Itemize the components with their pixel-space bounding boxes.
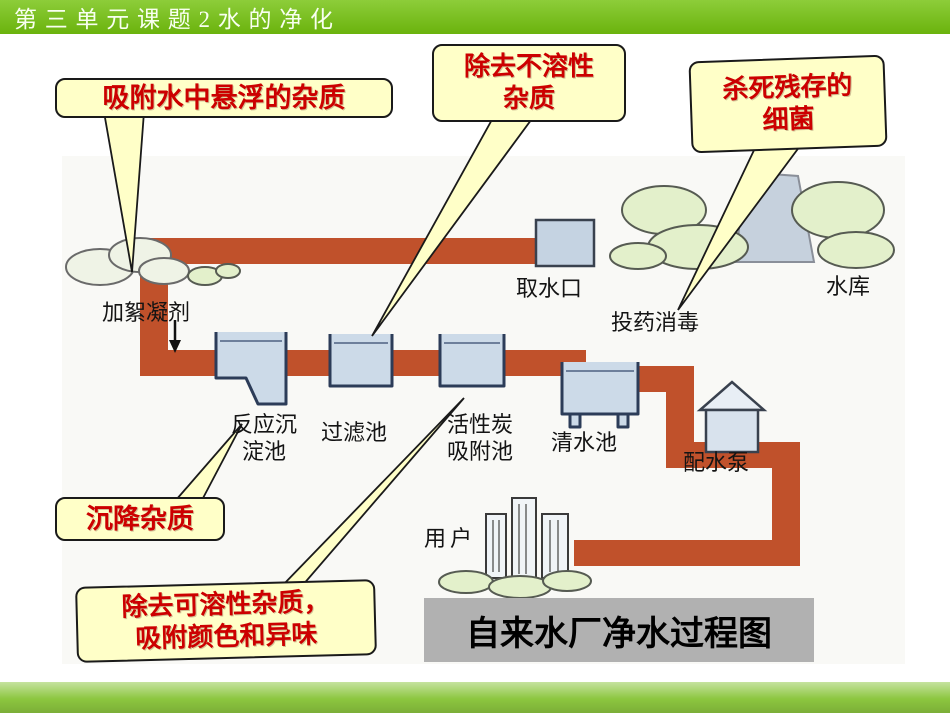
callout-bacteria-line2: 细菌: [762, 103, 816, 135]
label-carbon-line1: 活性炭: [446, 412, 513, 437]
label-flocculant: 加絮凝剂: [102, 300, 191, 325]
slide-footer-bar: [0, 682, 950, 713]
tank-leg: [568, 412, 582, 429]
tree-bush: [609, 242, 667, 270]
slide-header-bar: 第 三 单 元 课 题 2 水 的 净 化: [0, 0, 950, 34]
label-clear-water-tank: 清水池: [551, 430, 618, 455]
label-intake: 取水口: [516, 276, 583, 301]
callout-insoluble-line1: 除去不溶性: [463, 51, 594, 82]
building: [485, 513, 507, 579]
callout-adsorb-text: 吸附水中悬浮的杂质: [102, 82, 346, 113]
slide-title: 第 三 单 元 课 题 2 水 的 净 化: [14, 7, 334, 32]
label-sedimentation-line2: 淀池: [241, 439, 286, 464]
callout-soluble-line2: 吸附颜色和异味: [135, 618, 318, 654]
callout-settle: 沉降杂质: [55, 497, 225, 541]
carbon-tank-shape: [438, 334, 506, 388]
base-bush: [488, 575, 552, 599]
base-bush: [542, 570, 592, 592]
pump-body: [704, 408, 760, 454]
callout-bacteria: 杀死残存的 细菌: [688, 54, 888, 154]
small-bush: [215, 263, 241, 279]
foam-cloud: [138, 257, 190, 285]
callout-adsorb: 吸附水中悬浮的杂质: [55, 78, 393, 118]
base-bush: [438, 570, 494, 594]
pipe-segment: [140, 238, 544, 264]
label-carbon-line2: 吸附池: [446, 439, 513, 464]
callout-settle-text: 沉降杂质: [86, 503, 194, 534]
label-carbon-tank: 活性炭 吸附池: [434, 411, 526, 465]
tree-bush: [791, 181, 885, 239]
treatment-tanks: [214, 332, 640, 429]
label-filter-tank: 过滤池: [321, 420, 388, 445]
label-sedimentation-line1: 反应沉: [230, 412, 297, 437]
sedimentation-tank-shape: [214, 332, 288, 406]
tree-bush: [817, 231, 895, 269]
label-users: 用户: [424, 526, 477, 551]
user-buildings: [438, 497, 592, 599]
callout-soluble: 除去可溶性杂质， 吸附颜色和异味: [75, 579, 377, 663]
label-sedimentation-tank: 反应沉 淀池: [220, 411, 308, 465]
label-disinfect: 投药消毒: [611, 310, 700, 335]
building: [511, 497, 537, 579]
pipe-segment: [574, 540, 800, 566]
callout-insoluble-line2: 杂质: [502, 83, 555, 113]
intake-block: [534, 218, 596, 268]
clear-water-tank-shape: [560, 362, 640, 416]
pump-house: [696, 380, 768, 454]
label-pump: 配水泵: [683, 450, 750, 475]
callout-bacteria-line1: 杀死残存的: [721, 70, 853, 105]
diagram-caption: 自来水厂净水过程图: [424, 598, 814, 662]
building: [541, 513, 569, 579]
tank-leg: [616, 412, 630, 429]
filter-tank-shape: [328, 334, 394, 388]
callout-insoluble: 除去不溶性 杂质: [432, 44, 626, 122]
flocculant-foam: [65, 237, 241, 286]
callout-pointer-tails: [102, 111, 802, 587]
down-arrow-head: [169, 340, 181, 353]
flocculant-arrow: [169, 320, 181, 353]
label-reservoir: 水库: [826, 274, 871, 299]
